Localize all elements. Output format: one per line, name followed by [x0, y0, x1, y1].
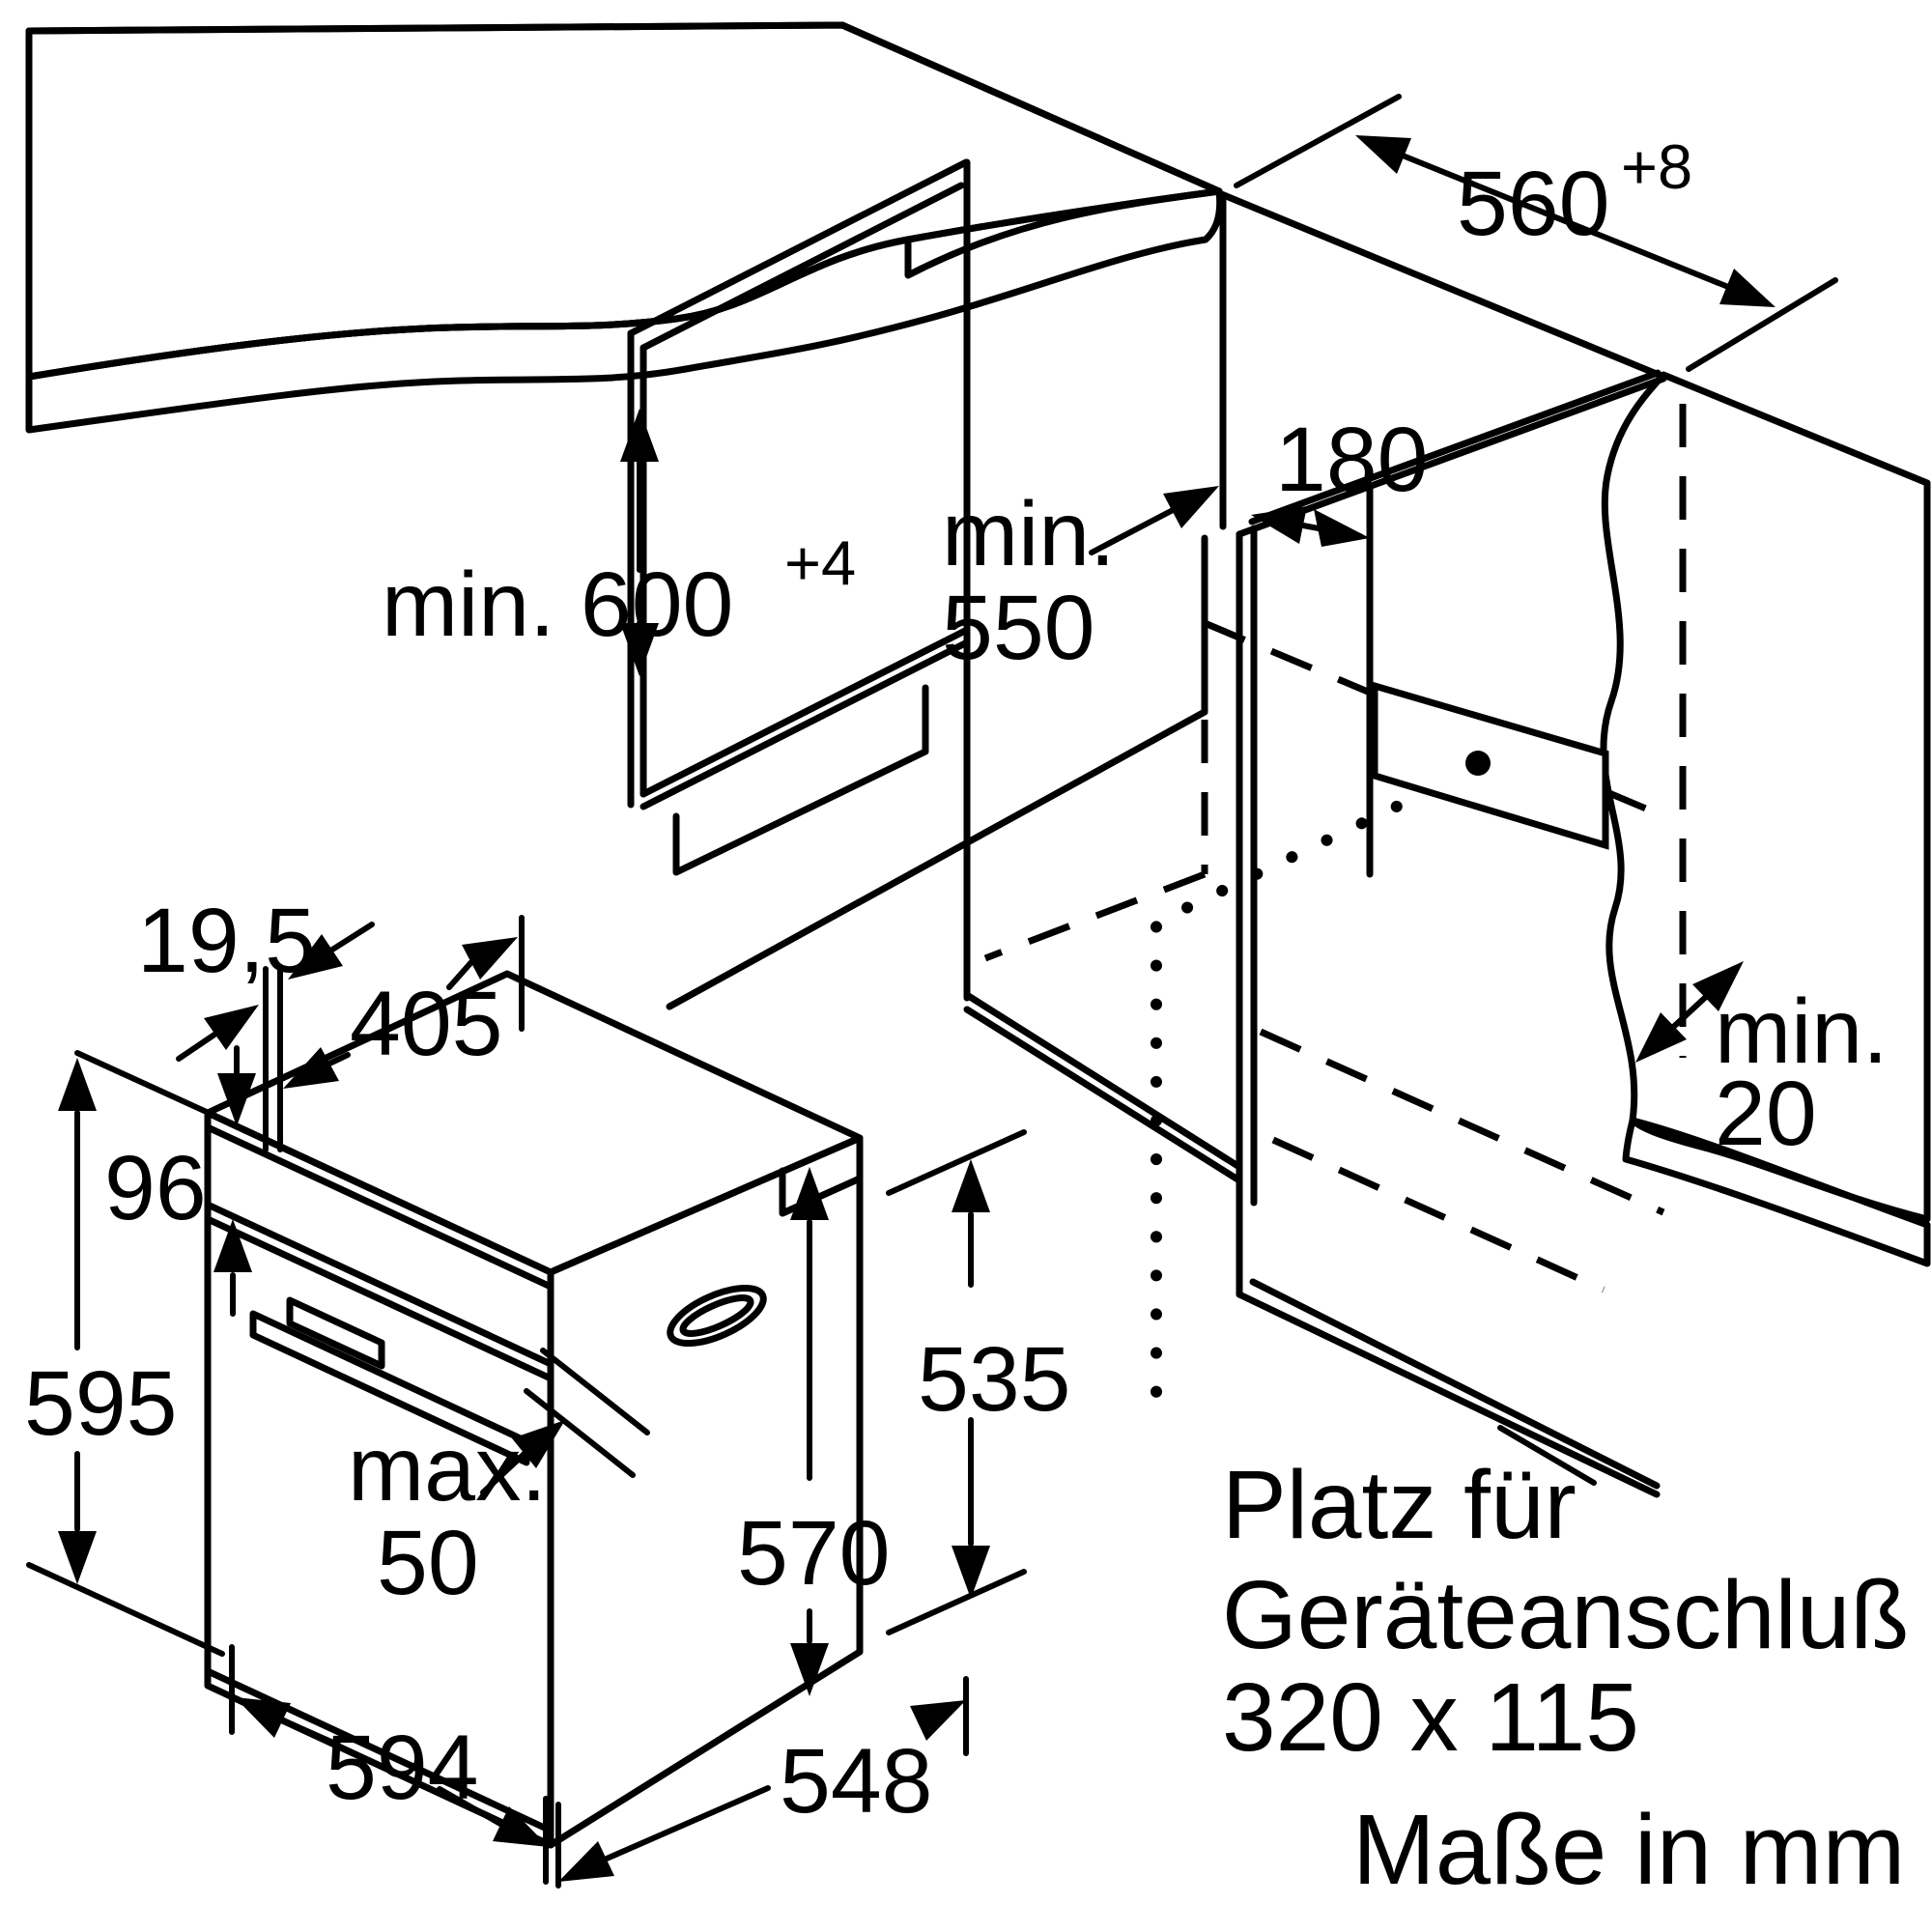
door-handle [249, 1310, 530, 1466]
dim-casing-rear [886, 1129, 1027, 1635]
label-front-overhang: 19,5 [137, 890, 316, 992]
label-casing-front: 570 [737, 1502, 891, 1605]
dim-oven-height [26, 1050, 235, 1657]
wall-edge-band [1622, 1117, 1931, 1267]
dim-casing-front [790, 1167, 829, 1696]
labels: min. 600 +4 560 +8 min. 550 180 min. 20 … [24, 131, 1909, 1905]
label-connection-area-3: 320 x 115 [1222, 1663, 1639, 1772]
connection-field [1371, 681, 1609, 1486]
label-rear-gap-2: 20 [1715, 1063, 1817, 1165]
connection-point-dot [1465, 751, 1491, 776]
dim-panel-height [213, 1045, 256, 1317]
dim-handle-depth [480, 1348, 650, 1495]
dim-connection-offset [1251, 506, 1370, 547]
dim-front-overhang [176, 922, 375, 1152]
label-units-note: Maße in mm [1352, 1794, 1905, 1905]
worktop-edge-band [25, 187, 1224, 434]
door-bottom-seam [204, 1667, 554, 1834]
niche-top-front-line [1215, 189, 1667, 381]
label-depth-niche-2: 550 [942, 577, 1095, 679]
dim-top-depth [283, 915, 525, 1089]
worktop [25, 21, 1224, 434]
label-connection-area-2: Geräteanschluß [1222, 1561, 1909, 1669]
oven-side [547, 1134, 864, 1849]
niche-structure [1201, 189, 1667, 1498]
oven [204, 970, 864, 1849]
label-height-cabinet-sup: +4 [784, 527, 856, 598]
side-grip-hole [667, 1284, 767, 1348]
label-casing-rear: 535 [918, 1328, 1071, 1431]
label-oven-depth: 548 [780, 1730, 933, 1833]
dim-width-niche [1234, 94, 1838, 372]
room-wall [1600, 371, 1931, 1267]
dim-oven-depth [555, 1676, 969, 1889]
label-height-cabinet: min. 600 [382, 554, 733, 656]
label-oven-width: 594 [326, 1717, 479, 1819]
cabinet-plinth [672, 684, 929, 876]
label-connection-area-1: Platz für [1222, 1451, 1577, 1559]
label-oven-height: 595 [24, 1352, 178, 1455]
control-panel-line [204, 1201, 554, 1368]
oven-rear-notch [779, 1167, 864, 1217]
label-top-depth: 405 [350, 973, 503, 1075]
connection-leader-dotted [1151, 767, 1472, 1416]
label-width-niche-sup: +8 [1621, 131, 1692, 202]
dim-height-cabinet [620, 409, 659, 676]
label-handle-depth-2: 50 [377, 1512, 479, 1614]
label-handle-depth-1: max. [348, 1418, 547, 1520]
door-handle-block [286, 1296, 385, 1370]
dimensions [26, 94, 1838, 1889]
tall-cabinet [627, 158, 1243, 1184]
label-depth-niche-1: min. [942, 483, 1115, 585]
dim-rear-gap [1635, 961, 1744, 1063]
label-connection-offset: 180 [1275, 409, 1429, 511]
label-width-niche: 560 [1457, 153, 1610, 255]
dim-oven-width [229, 1644, 549, 1885]
connection-note-leader [1497, 1425, 1597, 1486]
cabinet-floor-edge [666, 708, 1208, 1010]
label-rear-gap-1: min. [1715, 980, 1888, 1083]
oven-top [204, 970, 864, 1276]
dim-depth-niche [1089, 486, 1219, 555]
label-panel-height: 96 [104, 1137, 207, 1239]
